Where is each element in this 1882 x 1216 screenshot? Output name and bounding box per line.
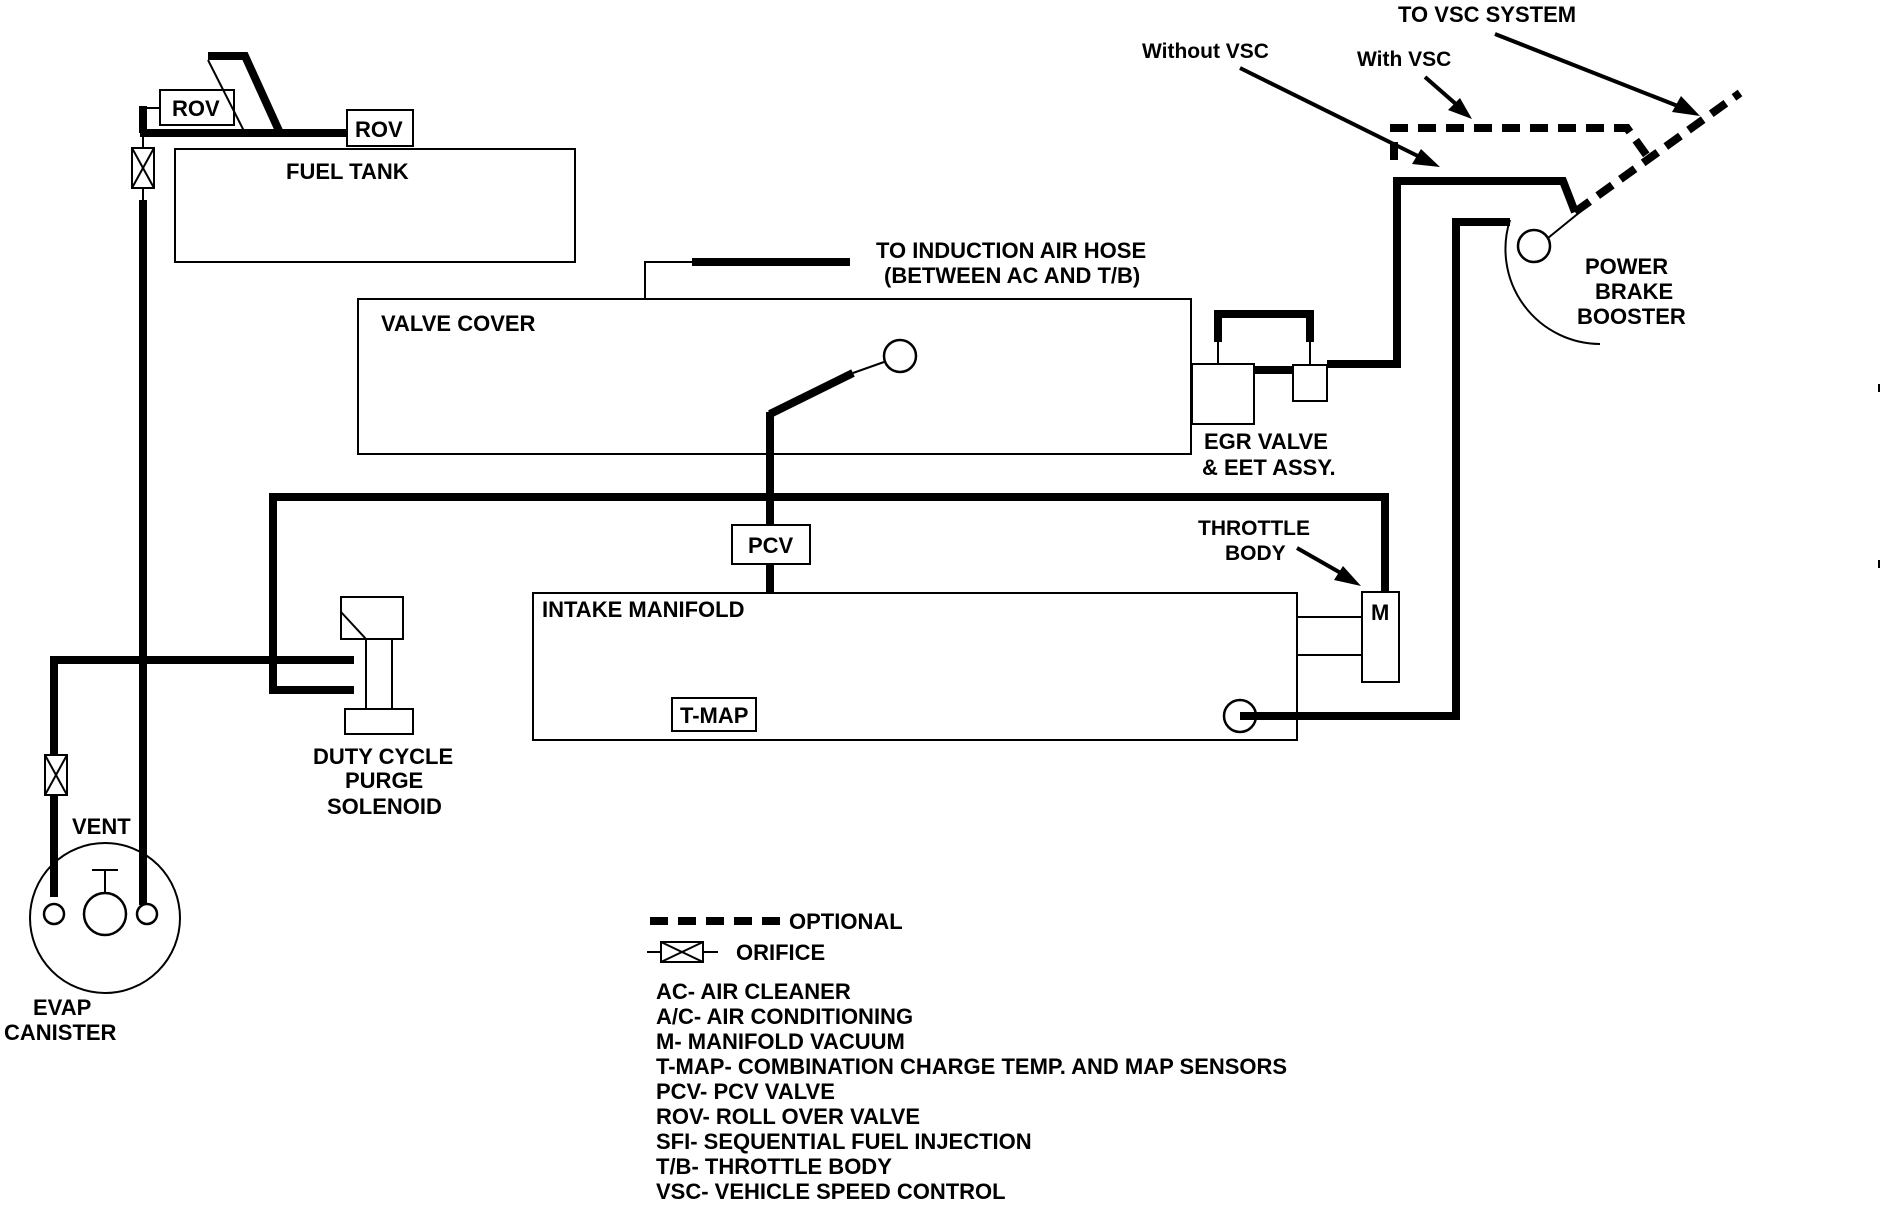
evap-canister-t [92,869,118,893]
duty-cycle-label-3: SOLENOID [327,794,442,819]
booster-label-3: BOOSTER [1577,304,1686,329]
arrow-with-vsc [1423,75,1472,119]
optional-vsc-hose-diagonal [1572,89,1743,216]
pcv-upper-thin [852,361,885,374]
arrow-throttle-body [1296,546,1361,586]
legend-abbr-2: M- MANIFOLD VACUUM [656,1029,905,1054]
optional-vsc-hose-top [1390,124,1654,163]
t-map-label: T-MAP [680,703,748,728]
evap-canister-center [82,891,128,937]
intake-manifold-box [532,592,1298,741]
egr-label-1: EGR VALVE [1204,429,1328,454]
rov-left-label: ROV [172,96,220,121]
throttle-body-label-1: THROTTLE [1198,517,1310,540]
eet-to-booster-hose [1327,177,1579,368]
legend-abbr-7: T/B- THROTTLE BODY [656,1154,892,1179]
booster-label-1: POWER [1585,254,1668,279]
induction-thin-line [644,261,692,298]
orifice-upper [131,133,155,200]
pcv-label: PCV [748,533,794,558]
evap-label-2: CANISTER [4,1020,117,1045]
egr-valve-box [1191,363,1255,425]
pcv-box [731,524,811,565]
filler-neck-top [208,52,284,135]
egr-loop-hose [1214,310,1314,342]
intake-manifold-label: INTAKE MANIFOLD [542,597,744,622]
to-vsc-system-label: TO VSC SYSTEM [1398,2,1576,27]
induction-label-2: (BETWEEN AC AND T/B) [884,263,1140,288]
duty-cycle-purge-solenoid [340,596,414,735]
valve-cover-port [882,338,918,374]
throttle-body-box [1361,591,1400,683]
rov-right-box [346,109,414,147]
legend: OPTIONAL ORIFICE AC- AIR CLEANER A/C- AI… [647,909,1287,1204]
t-map-box [671,697,757,732]
with-vsc-label: With VSC [1357,48,1451,71]
booster-label-2: BRAKE [1595,279,1673,304]
valve-cover-label: VALVE COVER [381,311,536,336]
m-label: M [1371,600,1389,625]
throttle-body-label-2: BODY [1225,542,1286,565]
rov-left-box [159,89,235,126]
legend-abbr-1: A/C- AIR CONDITIONING [656,1004,913,1029]
manifold-to-booster-hose [1240,218,1510,720]
evap-canister-outline [29,842,181,994]
booster-stub [1547,211,1581,239]
evap-canister-right-port [135,902,159,926]
duty-cycle-label-1: DUTY CYCLE [313,744,453,769]
legend-abbr-6: SFI- SEQUENTIAL FUEL INJECTION [656,1129,1032,1154]
legend-optional-label: OPTIONAL [789,909,903,934]
rov-right-label: ROV [355,117,403,142]
duty-cycle-label-2: PURGE [345,768,423,793]
without-vsc-label: Without VSC [1142,40,1269,63]
brake-booster-arc [1504,219,1601,345]
egr-label-2: & EET ASSY. [1202,455,1336,480]
brake-booster-port [1516,228,1552,264]
fuel-tank-box [174,148,576,263]
fuel-tank-label: FUEL TANK [286,159,409,184]
arrow-to-vsc-system [1494,32,1700,116]
legend-abbr-4: PCV- PCV VALVE [656,1079,835,1104]
legend-orifice-label: ORIFICE [736,940,825,965]
legend-abbr-8: VSC- VEHICLE SPEED CONTROL [656,1179,1006,1204]
manifold-vacuum-loop-hose [269,493,1389,694]
legend-abbr-3: T-MAP- COMBINATION CHARGE TEMP. AND MAP … [656,1054,1287,1079]
legend-abbr-0: AC- AIR CLEANER [656,979,851,1004]
evap-canister-left-port [42,902,66,926]
induction-label-1: TO INDUCTION AIR HOSE [876,238,1146,263]
legend-orifice-swatch [647,941,718,963]
arrow-without-vsc [1239,66,1440,167]
evap-label-1: EVAP [33,995,91,1020]
filler-neck-side [207,59,246,134]
canister-to-solenoid-hose [50,656,354,897]
orifice-lower [44,754,68,796]
eet-box [1292,364,1328,402]
vent-label: VENT [72,814,131,839]
legend-abbr-5: ROV- ROLL OVER VALVE [656,1104,920,1129]
